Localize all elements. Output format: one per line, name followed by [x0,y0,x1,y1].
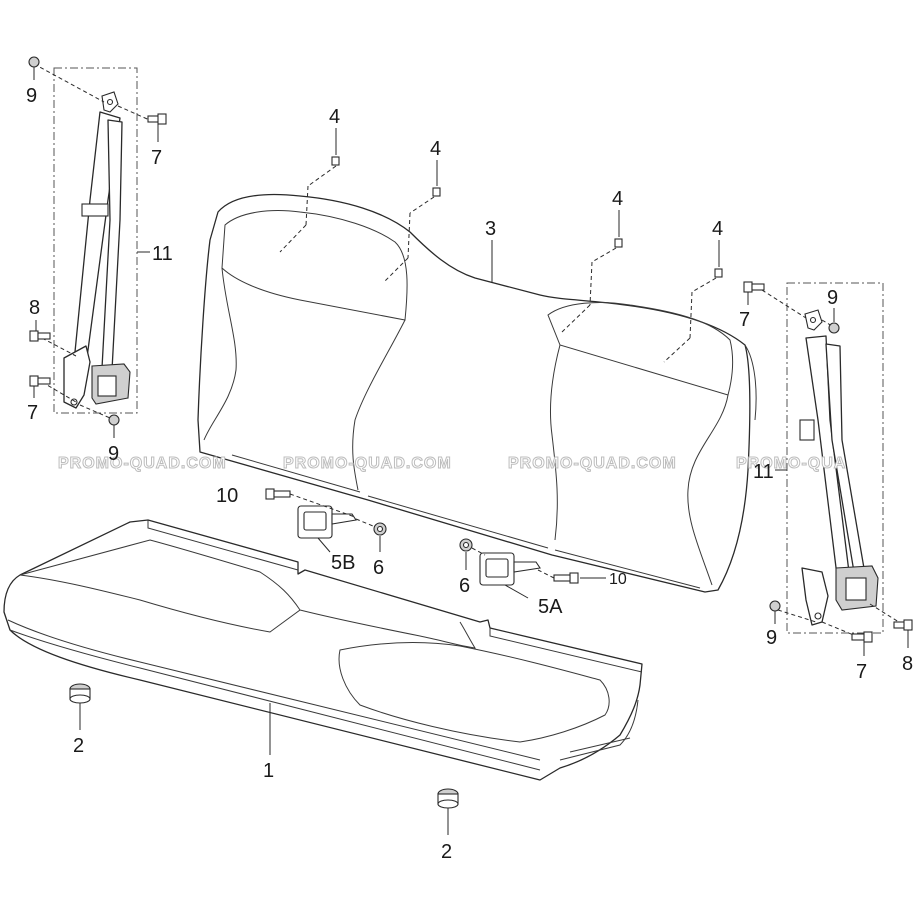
callout-9: 9 [827,287,838,309]
watermark-text: PROMO-QUAD.COM [58,455,227,472]
callout-9: 9 [766,627,777,649]
screw-icon [279,128,340,253]
callout-8: 8 [29,297,40,319]
buckle-part-5a [479,552,541,599]
screw-icon [663,240,723,363]
callout-10: 10 [216,485,238,507]
callout-7: 7 [27,402,38,424]
callout-2: 2 [73,735,84,757]
screw-icon [561,210,623,333]
bolt-part-10 [537,569,606,584]
callout-8: 8 [902,653,913,675]
nut-part-6 [459,538,486,570]
watermark-text: PROMO-QUAD.COM [508,455,677,472]
callout-9: 9 [108,443,119,465]
nut-part-9 [828,308,840,334]
seat-belt-left-part-11 [33,63,155,419]
callout-5a: 5A [538,596,563,618]
bolt-part-7 [147,113,167,142]
grommet-part-2 [437,788,459,835]
callout-4: 4 [430,138,441,160]
callout-labels: 1 2 2 3 4 4 4 4 5A 5B 6 6 7 7 7 7 8 8 9 … [26,85,913,863]
watermark-row: PROMO-QUAD.COM PROMO-QUAD.COM PROMO-QUAD… [58,455,846,473]
callout-11: 11 [753,461,774,483]
callout-4: 4 [712,218,723,240]
nut-part-9 [769,600,781,624]
bolt-part-10 [265,488,356,518]
callout-11: 11 [152,243,173,265]
callout-1: 1 [263,760,274,782]
callout-6: 6 [373,557,384,579]
callout-6: 6 [459,575,470,597]
callout-5b: 5B [331,552,355,574]
bolt-part-8 [29,320,51,342]
grommet-part-2 [69,683,91,730]
bolt-part-7 [851,631,873,656]
callout-3: 3 [485,218,496,240]
callout-4: 4 [329,106,340,128]
seat-belt-right-part-11 [761,282,903,637]
seat-back-part-3 [197,193,757,593]
callout-9: 9 [26,85,37,107]
bolt-part-7 [29,375,51,398]
bolt-part-8 [893,619,913,648]
bolt-part-7 [743,281,765,305]
callout-7: 7 [739,309,750,331]
screw-part-4-group [279,128,723,363]
callout-7: 7 [856,661,867,683]
callout-7: 7 [151,147,162,169]
watermark-text: PROMO-QUA [736,455,846,472]
nut-part-9 [28,56,40,80]
seat-cushion-part-1 [3,519,643,781]
nut-part-6 [355,518,387,552]
callout-2: 2 [441,841,452,863]
nut-part-9 [108,414,120,438]
callout-4: 4 [612,188,623,210]
callout-10: 10 [609,571,627,588]
buckle-part-5b [297,505,357,553]
screw-icon [383,160,441,283]
watermark-text: PROMO-QUAD.COM [283,455,452,472]
